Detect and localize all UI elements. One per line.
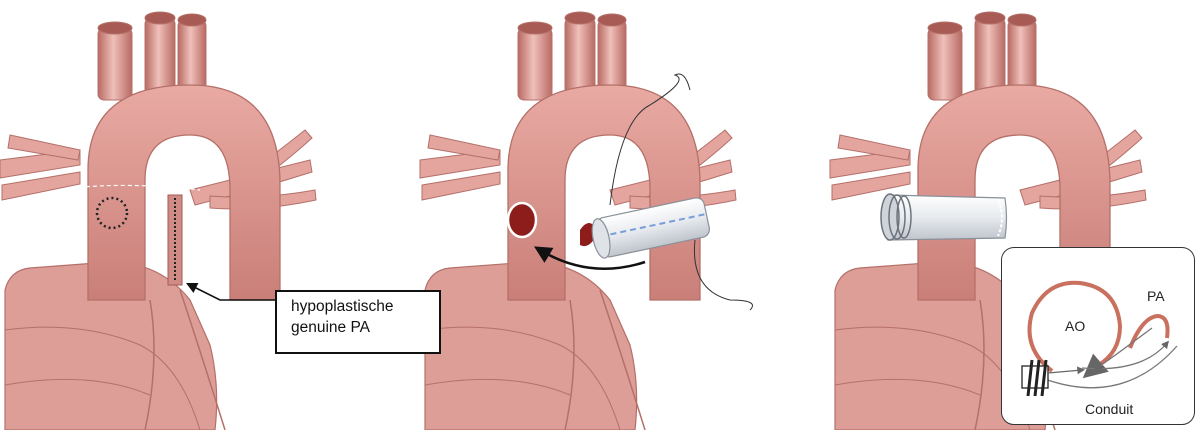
panel-1-anatomy [0,12,316,430]
callout-line-1: hypoplastische [291,296,439,317]
callout-line-2: genuine PA [291,317,439,338]
panel-2-graft [420,12,753,430]
pa-label: PA [1147,288,1165,304]
schematic-drawing [1002,248,1196,426]
schematic-inset: AO PA Conduit [1001,247,1195,425]
aortic-opening [508,203,536,237]
conduit-symbol [1022,360,1082,396]
ao-label: AO [1065,318,1085,334]
connected-conduit [881,194,1007,240]
conduit-label: Conduit [1085,401,1133,417]
pa-loop [1130,316,1168,348]
callout-box: hypoplastische genuine PA [275,290,441,354]
